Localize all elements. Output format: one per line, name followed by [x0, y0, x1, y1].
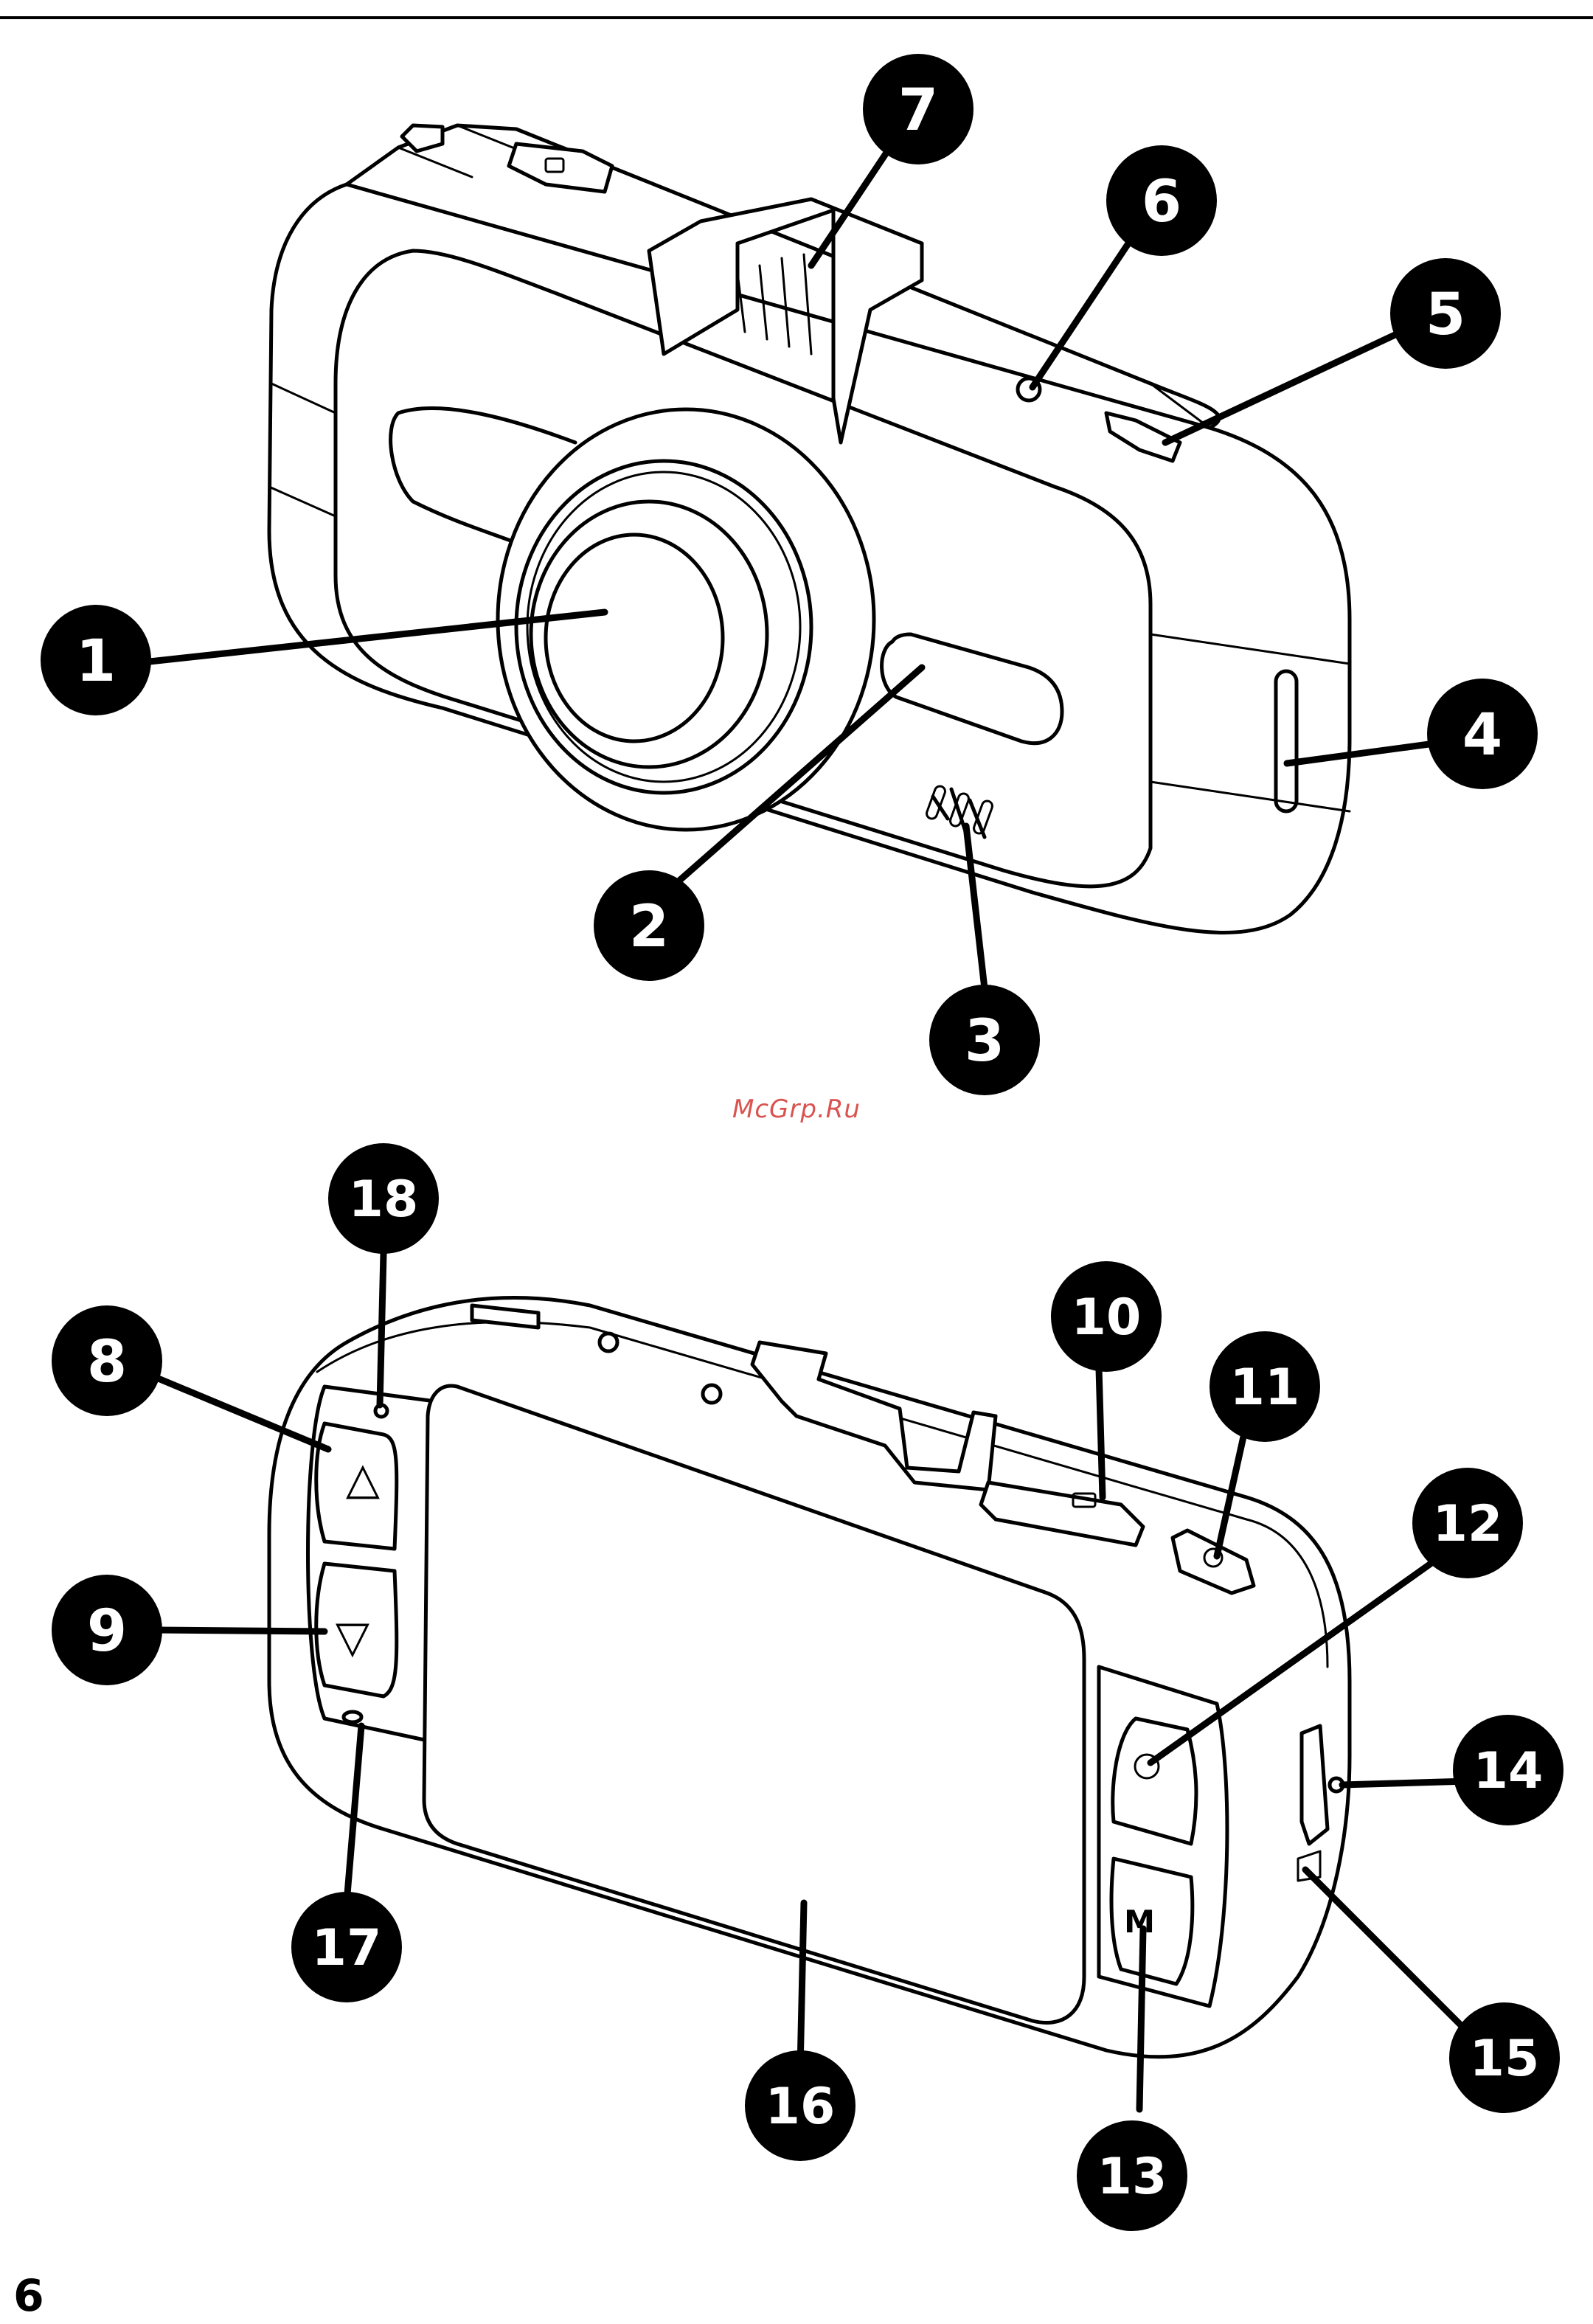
- callout-16: 16: [745, 2050, 856, 2161]
- callout-11: 11: [1210, 1331, 1320, 1442]
- callout-5: 5: [1390, 258, 1501, 369]
- svg-text:15: 15: [1470, 2030, 1540, 2088]
- watermark: McGrp.Ru: [723, 1095, 870, 1124]
- callout-7: 7: [863, 54, 974, 164]
- svg-text:12: 12: [1433, 1495, 1503, 1553]
- callout-14: 14: [1453, 1715, 1564, 1825]
- svg-text:17: 17: [312, 1919, 382, 1977]
- svg-text:1: 1: [76, 628, 116, 695]
- callout-15: 15: [1449, 2002, 1560, 2113]
- callout-17: 17: [291, 1892, 402, 2002]
- svg-text:3: 3: [965, 1008, 1004, 1075]
- callout-4: 4: [1427, 679, 1538, 789]
- svg-text:6: 6: [1142, 169, 1181, 235]
- callout-6: 6: [1106, 145, 1217, 256]
- callout-12: 12: [1412, 1468, 1523, 1578]
- led-indicator-bottom: [344, 1712, 361, 1722]
- callout-1: 1: [41, 605, 151, 715]
- callout-10: 10: [1051, 1261, 1162, 1372]
- callout-8: 8: [52, 1305, 162, 1416]
- svg-text:16: 16: [766, 2078, 836, 2136]
- callout-3: 3: [929, 985, 1040, 1095]
- svg-text:14: 14: [1474, 1742, 1544, 1800]
- svg-text:7: 7: [898, 77, 938, 144]
- camera-back-illustration: △ ▽ M: [269, 1298, 1350, 2057]
- callout-18: 18: [328, 1143, 439, 1254]
- svg-text:4: 4: [1462, 702, 1502, 769]
- callout-2: 2: [594, 870, 704, 981]
- svg-text:5: 5: [1426, 282, 1465, 348]
- page-number: 6: [13, 2270, 44, 2322]
- svg-text:13: 13: [1097, 2148, 1167, 2206]
- svg-text:2: 2: [629, 894, 669, 960]
- svg-text:10: 10: [1072, 1288, 1142, 1347]
- callout-9: 9: [52, 1575, 162, 1685]
- svg-text:8: 8: [87, 1329, 127, 1395]
- down-arrow-icon: ▽: [336, 1612, 369, 1663]
- callout-13: 13: [1077, 2120, 1187, 2231]
- svg-text:18: 18: [349, 1170, 419, 1229]
- svg-text:9: 9: [87, 1598, 127, 1665]
- up-arrow-icon: △: [346, 1453, 380, 1505]
- menu-button-glyph: M: [1124, 1904, 1155, 1940]
- svg-text:11: 11: [1230, 1359, 1300, 1417]
